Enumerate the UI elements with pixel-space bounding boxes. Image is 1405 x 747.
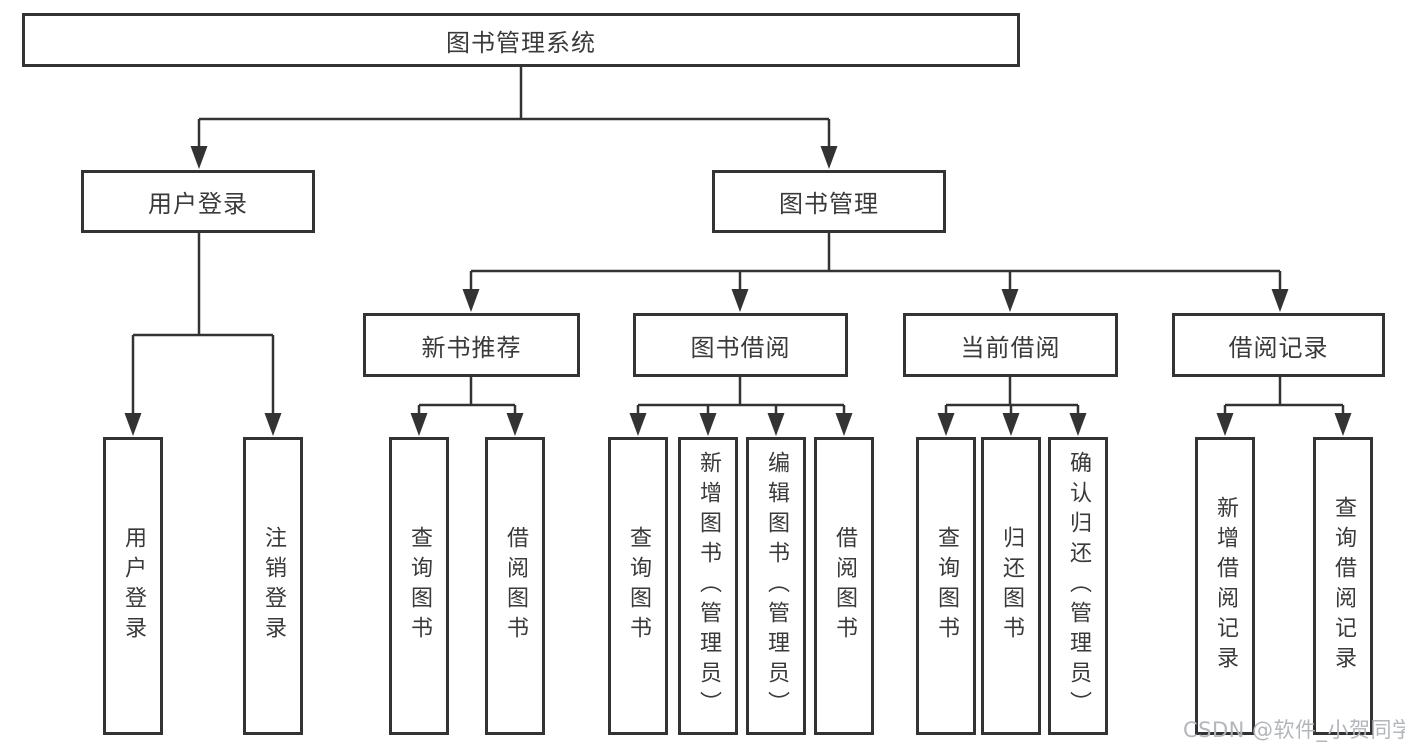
leaf-borrowing-query-book: 查询图书	[608, 437, 668, 735]
leaf-recommend-borrow-book: 借阅图书	[485, 437, 545, 735]
leaf-borrowing-borrow-book: 借阅图书	[814, 437, 874, 735]
node-user-login: 用户登录	[81, 170, 315, 233]
node-borrowing-records: 借阅记录	[1172, 313, 1385, 377]
leaf-logout: 注销登录	[243, 437, 303, 735]
node-current-borrowing: 当前借阅	[903, 313, 1118, 377]
leaf-edit-book-admin: 编辑图书（管理员）	[746, 437, 806, 735]
node-book-management: 图书管理	[712, 170, 946, 233]
leaf-recommend-borrow-book-label: 借阅图书	[503, 526, 528, 646]
leaf-return-book-label: 归还图书	[999, 526, 1024, 646]
leaf-add-borrow-record: 新增借阅记录	[1195, 437, 1255, 735]
leaf-add-book-admin: 新增图书（管理员）	[678, 437, 738, 735]
node-root: 图书管理系统	[22, 13, 1020, 67]
leaf-current-query-book: 查询图书	[916, 437, 976, 735]
leaf-current-query-book-label: 查询图书	[934, 526, 959, 646]
leaf-borrowing-borrow-book-label: 借阅图书	[832, 526, 857, 646]
csdn-watermark: CSDN @软件_小贺同学	[1183, 718, 1405, 742]
leaf-logout-label: 注销登录	[261, 526, 286, 646]
leaf-edit-book-admin-label: 编辑图书（管理员）	[764, 451, 789, 721]
leaf-user-login: 用户登录	[103, 437, 163, 735]
node-new-book-recommend: 新书推荐	[363, 313, 580, 377]
leaf-borrowing-query-book-label: 查询图书	[626, 526, 651, 646]
leaf-query-borrow-record: 查询借阅记录	[1313, 437, 1373, 735]
leaf-return-book: 归还图书	[981, 437, 1041, 735]
leaf-user-login-label: 用户登录	[121, 526, 146, 646]
leaf-confirm-return-admin-label: 确认归还（管理员）	[1066, 451, 1091, 721]
leaf-add-book-admin-label: 新增图书（管理员）	[696, 451, 721, 721]
leaf-recommend-query-book-label: 查询图书	[407, 526, 432, 646]
leaf-confirm-return-admin: 确认归还（管理员）	[1048, 437, 1108, 735]
leaf-add-borrow-record-label: 新增借阅记录	[1213, 496, 1238, 676]
leaf-recommend-query-book: 查询图书	[389, 437, 449, 735]
leaf-query-borrow-record-label: 查询借阅记录	[1331, 496, 1356, 676]
node-book-borrowing: 图书借阅	[633, 313, 848, 377]
